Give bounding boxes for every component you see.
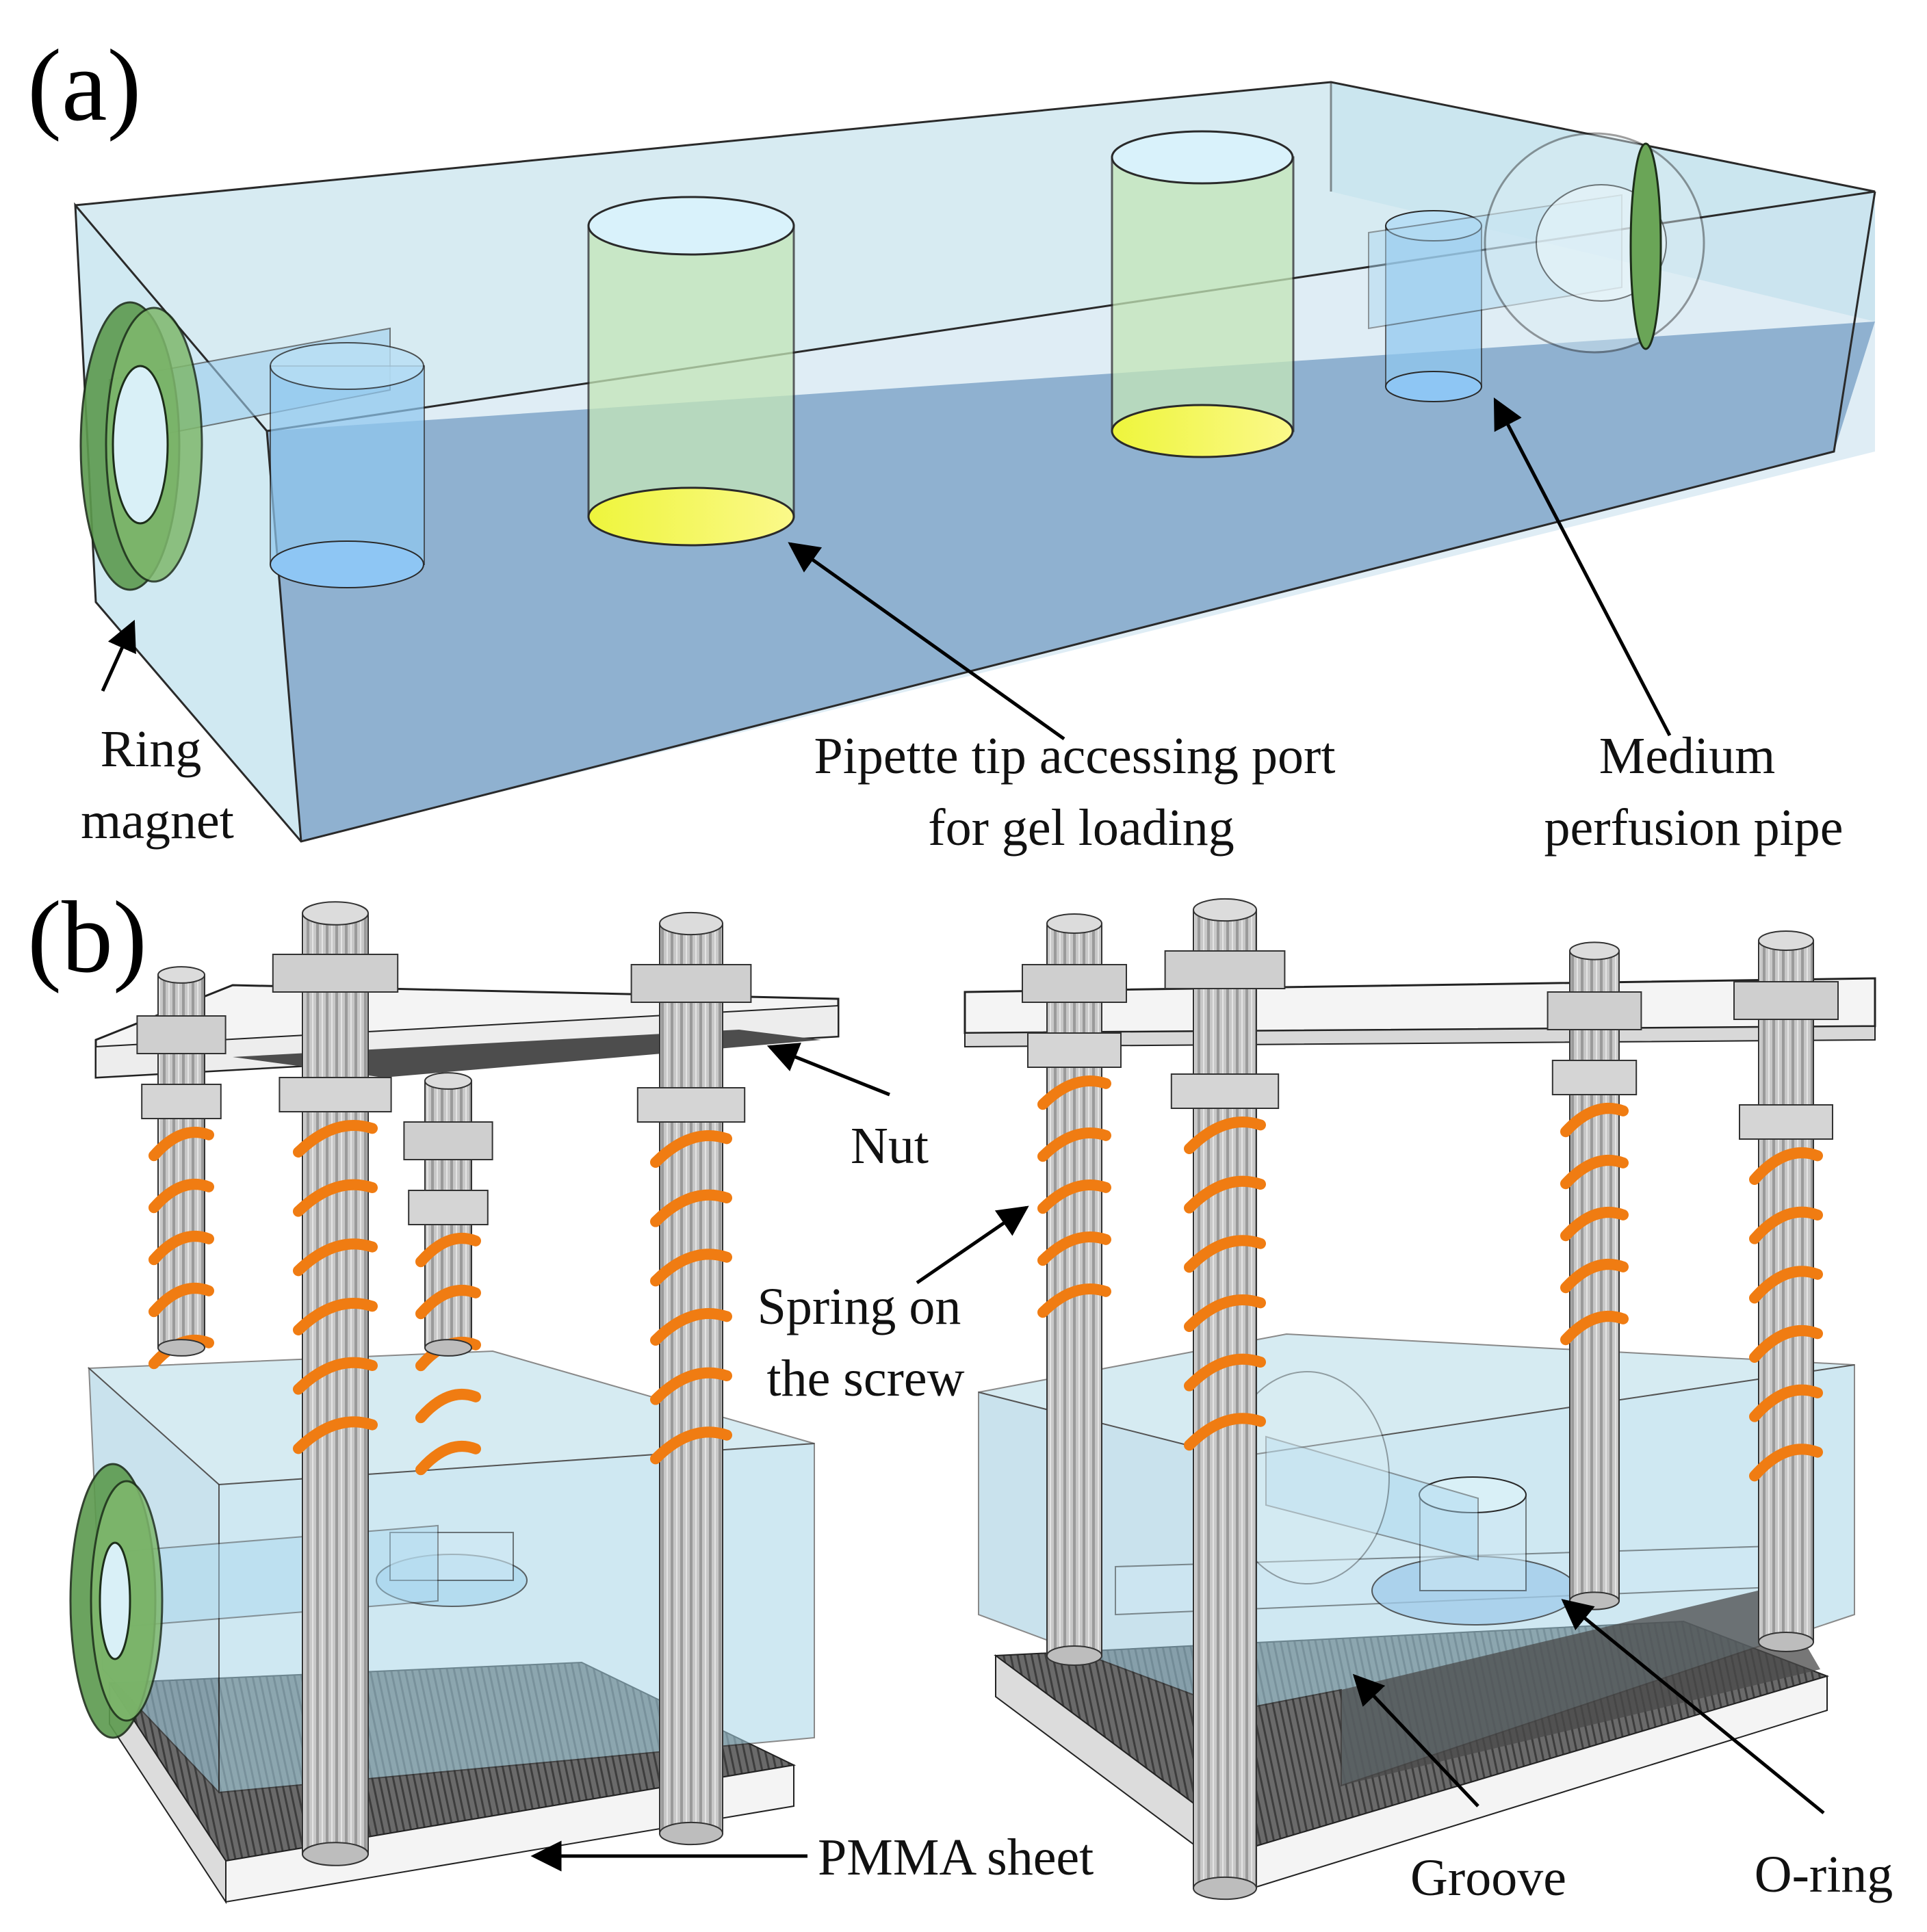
spring-coil-left-back-2-4 bbox=[415, 1441, 481, 1476]
screw-right-front-2 bbox=[1733, 930, 1839, 1652]
ring-magnet-b-left bbox=[69, 1463, 164, 1739]
nut-left-front-1-upper bbox=[272, 954, 399, 993]
panel-b-label: (b) bbox=[27, 880, 147, 994]
nut-right-front-2-lower bbox=[1739, 1104, 1833, 1140]
screw-left-back-2 bbox=[403, 1072, 493, 1476]
spring-coil-left-front-1-2 bbox=[293, 1238, 378, 1277]
arrow-spring bbox=[916, 1205, 1029, 1285]
spring-coil-left-front-1-1 bbox=[293, 1179, 378, 1217]
callout-nut: Nut bbox=[851, 1117, 929, 1175]
spring-coil-right-back-1-2 bbox=[1037, 1179, 1111, 1214]
callout-ring-magnet: Ring magnet bbox=[81, 720, 234, 850]
nut-right-back-1-upper bbox=[1022, 964, 1127, 1003]
left-pipe-vertical bbox=[270, 342, 425, 588]
nut-left-front-2-lower bbox=[636, 1087, 746, 1123]
spring-coil-right-front-1-4 bbox=[1184, 1353, 1266, 1392]
screws-group bbox=[136, 898, 1839, 1901]
right-pipe-vertical bbox=[1385, 210, 1482, 402]
spring-coil-right-front-2-2 bbox=[1749, 1266, 1823, 1304]
arrow-ring-magnet bbox=[101, 619, 136, 692]
spring-coil-left-front-1-5 bbox=[293, 1416, 378, 1454]
screw-right-back-2 bbox=[1547, 941, 1642, 1610]
ring-magnet-right bbox=[1484, 132, 1705, 354]
panel-a-label: (a) bbox=[27, 29, 141, 142]
panel-b: (b) bbox=[27, 880, 1893, 1907]
spring-coil-left-back-1-3 bbox=[148, 1283, 214, 1318]
nut-left-back-1-lower bbox=[141, 1084, 222, 1119]
spring-coil-left-back-2-1 bbox=[415, 1285, 481, 1320]
nut-left-front-1-lower bbox=[279, 1077, 392, 1112]
spring-coil-right-front-1-2 bbox=[1184, 1235, 1266, 1273]
spring-coil-right-front-1-1 bbox=[1184, 1175, 1266, 1214]
spring-coil-left-front-1-3 bbox=[293, 1298, 378, 1335]
spring-coil-left-back-2-0 bbox=[415, 1233, 481, 1268]
spring-coil-right-back-2-0 bbox=[1560, 1103, 1629, 1138]
callout-groove: Groove bbox=[1410, 1849, 1566, 1907]
nut-left-back-1-upper bbox=[136, 1015, 227, 1054]
spring-coil-right-back-2-4 bbox=[1560, 1311, 1629, 1346]
spring-coil-right-front-2-3 bbox=[1749, 1325, 1823, 1363]
screw-left-back-1 bbox=[136, 966, 227, 1370]
spring-coil-right-back-1-0 bbox=[1037, 1075, 1111, 1110]
arrow-nut bbox=[766, 1043, 890, 1097]
spring-coil-right-front-1-0 bbox=[1184, 1117, 1266, 1154]
screw-left-front-1 bbox=[272, 901, 399, 1866]
spring-coil-right-back-2-1 bbox=[1560, 1155, 1629, 1190]
spring-coil-right-back-2-2 bbox=[1560, 1207, 1629, 1242]
nut-right-front-1-lower bbox=[1170, 1073, 1280, 1109]
callout-spring: Spring on the screw bbox=[758, 1278, 974, 1407]
ring-magnet-left bbox=[79, 301, 203, 591]
spring-coil-left-back-1-1 bbox=[148, 1179, 214, 1214]
callout-pmma-sheet: PMMA sheet bbox=[818, 1829, 1094, 1886]
nut-right-back-2-lower bbox=[1551, 1060, 1638, 1095]
callout-o-ring: O-ring bbox=[1755, 1846, 1893, 1903]
spring-coil-right-back-1-4 bbox=[1037, 1283, 1111, 1318]
spring-coil-left-front-2-3 bbox=[650, 1308, 732, 1346]
spring-coil-left-front-2-4 bbox=[650, 1367, 732, 1405]
spring-coil-right-back-1-3 bbox=[1037, 1231, 1111, 1266]
spring-coil-left-front-2-2 bbox=[650, 1249, 732, 1287]
screw-right-front-1 bbox=[1164, 898, 1286, 1901]
callout-perfusion-pipe: Medium perfusion pipe bbox=[1544, 727, 1844, 857]
spring-coil-right-front-2-0 bbox=[1749, 1147, 1823, 1185]
nut-right-back-1-lower bbox=[1027, 1032, 1122, 1068]
spring-coil-left-back-1-0 bbox=[148, 1127, 214, 1162]
pipette-port-2 bbox=[1111, 130, 1295, 458]
spring-coil-left-back-2-3 bbox=[415, 1389, 481, 1424]
screw-left-front-2 bbox=[630, 911, 752, 1846]
spring-coil-right-front-1-5 bbox=[1184, 1413, 1266, 1451]
groove bbox=[1341, 1587, 1820, 1786]
spring-coil-left-front-2-0 bbox=[650, 1130, 732, 1168]
spring-coil-left-front-2-1 bbox=[650, 1189, 732, 1227]
spring-coil-right-back-1-1 bbox=[1037, 1127, 1111, 1162]
panel-a: (a) bbox=[27, 29, 1876, 857]
spring-coil-left-front-2-5 bbox=[650, 1426, 732, 1465]
spring-coil-right-front-2-1 bbox=[1749, 1206, 1823, 1244]
chamber-top-face bbox=[75, 82, 1875, 431]
nut-left-back-2-lower bbox=[408, 1190, 489, 1225]
spring-coil-left-front-1-0 bbox=[293, 1120, 378, 1158]
nut-right-front-1-upper bbox=[1164, 950, 1286, 989]
nut-left-back-2-upper bbox=[403, 1121, 493, 1160]
arrow-groove bbox=[1352, 1673, 1479, 1807]
spring-coil-left-back-1-2 bbox=[148, 1231, 214, 1266]
arrow-pipette-port bbox=[788, 542, 1065, 741]
spring-coil-right-front-2-4 bbox=[1749, 1384, 1823, 1422]
spring-coil-left-front-1-4 bbox=[293, 1357, 378, 1395]
callout-pipette-port: Pipette tip accessing port for gel loadi… bbox=[814, 727, 1349, 857]
spring-coil-right-front-1-3 bbox=[1184, 1294, 1266, 1332]
nut-right-back-2-upper bbox=[1547, 991, 1642, 1030]
nut-left-front-2-upper bbox=[630, 964, 752, 1003]
screw-right-back-1 bbox=[1022, 913, 1127, 1666]
nut-right-front-2-upper bbox=[1733, 981, 1839, 1020]
spring-coil-right-back-2-3 bbox=[1560, 1259, 1629, 1294]
chamber-edges bbox=[74, 81, 1876, 843]
pipette-port-1 bbox=[587, 196, 795, 547]
spring-coil-right-front-2-5 bbox=[1749, 1444, 1823, 1482]
arrow-o-ring bbox=[1561, 1599, 1825, 1814]
arrow-perfusion-pipe bbox=[1493, 397, 1672, 737]
